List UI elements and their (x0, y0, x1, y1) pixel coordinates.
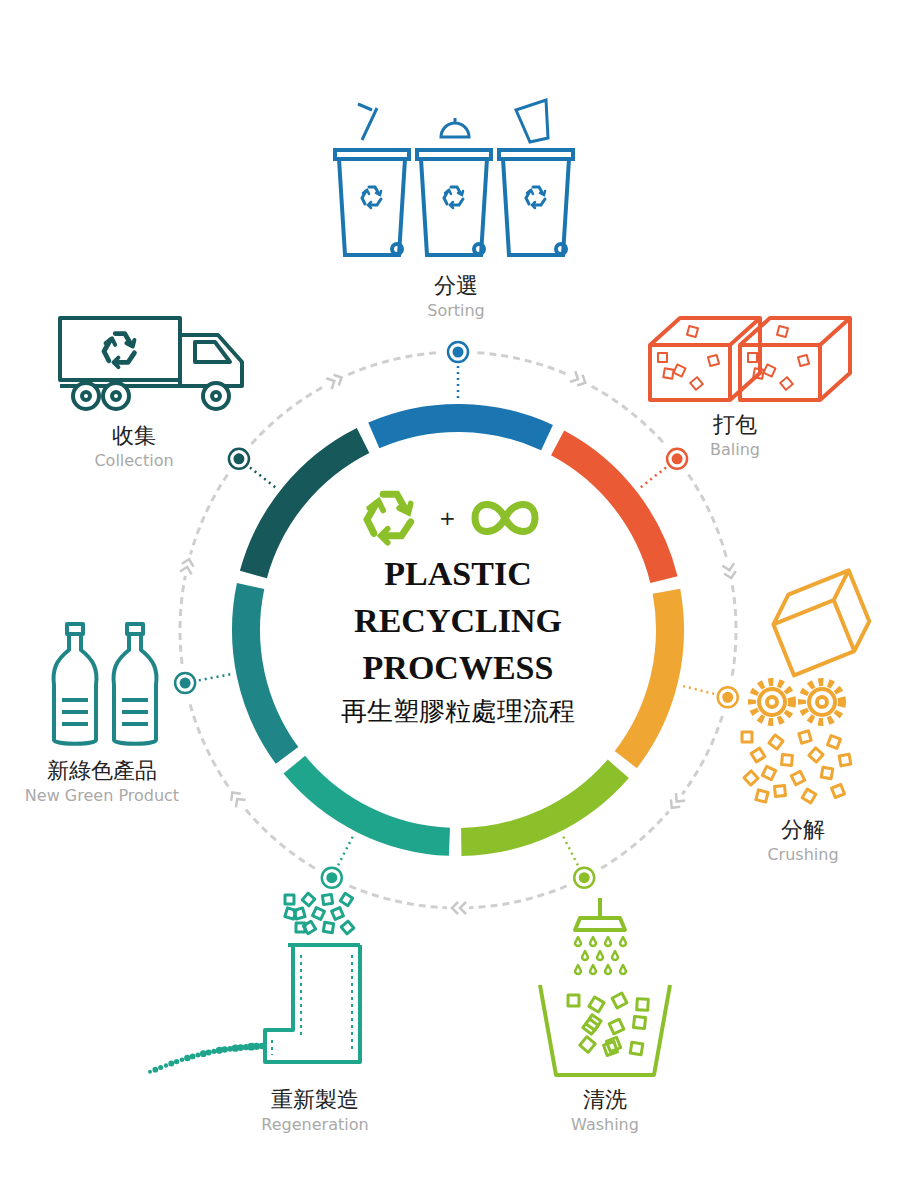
process-step: 收集Collection (90, 420, 177, 474)
baling-cubes (650, 318, 850, 400)
centre-icons (367, 494, 535, 542)
process-step: 重新製造Regeneration (257, 1084, 372, 1138)
ring-segment (240, 428, 369, 578)
washing-basin (540, 898, 670, 1075)
flow-chevron (662, 789, 690, 817)
step-name: 打包 (710, 411, 760, 439)
process-step: 分選Sorting (423, 270, 489, 324)
step-dot (322, 837, 353, 888)
green-bottles (54, 624, 157, 744)
step-name: 新綠色產品 (25, 757, 179, 785)
sorting-bins (335, 100, 573, 255)
step-dot (563, 837, 594, 888)
flow-chevron (447, 899, 469, 917)
step-name: 分解 (767, 816, 838, 844)
regeneration-extruder (148, 893, 360, 1074)
flow-chevron (566, 367, 594, 393)
step-name-english: Sorting (427, 300, 485, 322)
flow-connector (189, 702, 314, 868)
step-dot (641, 449, 687, 487)
process-step: 清洗Washing (567, 1084, 643, 1138)
step-name-english: New Green Product (25, 785, 179, 807)
step-name: 分選 (427, 272, 485, 300)
ring-segment (615, 589, 684, 769)
flow-connector (477, 353, 664, 444)
step-dot (229, 449, 275, 487)
ring-segment (368, 404, 553, 450)
step-name: 重新製造 (261, 1086, 368, 1114)
flow-chevron (176, 552, 199, 578)
process-step: 分解Crushing (763, 814, 842, 868)
step-dot (175, 673, 230, 693)
step-name: 清洗 (571, 1086, 639, 1114)
ring-segment (551, 431, 677, 583)
collection-truck (60, 318, 242, 409)
flow-connector (251, 353, 438, 444)
step-name-english: Regeneration (261, 1114, 368, 1136)
flow-chevron (719, 560, 741, 585)
step-name-english: Baling (710, 439, 760, 461)
crushing-machine (742, 570, 877, 803)
ring-segment (284, 756, 451, 856)
process-step: 新綠色產品New Green Product (21, 755, 183, 809)
step-dot (448, 342, 468, 398)
flow-chevron (222, 783, 250, 811)
step-name: 收集 (94, 422, 173, 450)
flow-chevron (322, 367, 350, 393)
subtitle: 再生塑膠粒處理流程 (258, 694, 658, 728)
step-name-english: Collection (94, 450, 173, 472)
flow-connector (601, 716, 722, 868)
ring (232, 404, 684, 856)
step-name-english: Washing (571, 1114, 639, 1136)
title: PLASTIC RECYCLING PROCWESS (308, 550, 608, 691)
plus-sign: + (439, 506, 456, 530)
step-name-english: Crushing (767, 844, 838, 866)
step-dot (683, 686, 738, 707)
ring-segment (232, 583, 298, 764)
process-step: 打包Baling (706, 409, 764, 463)
flow-connector (180, 475, 228, 664)
ring-segment (461, 760, 629, 856)
